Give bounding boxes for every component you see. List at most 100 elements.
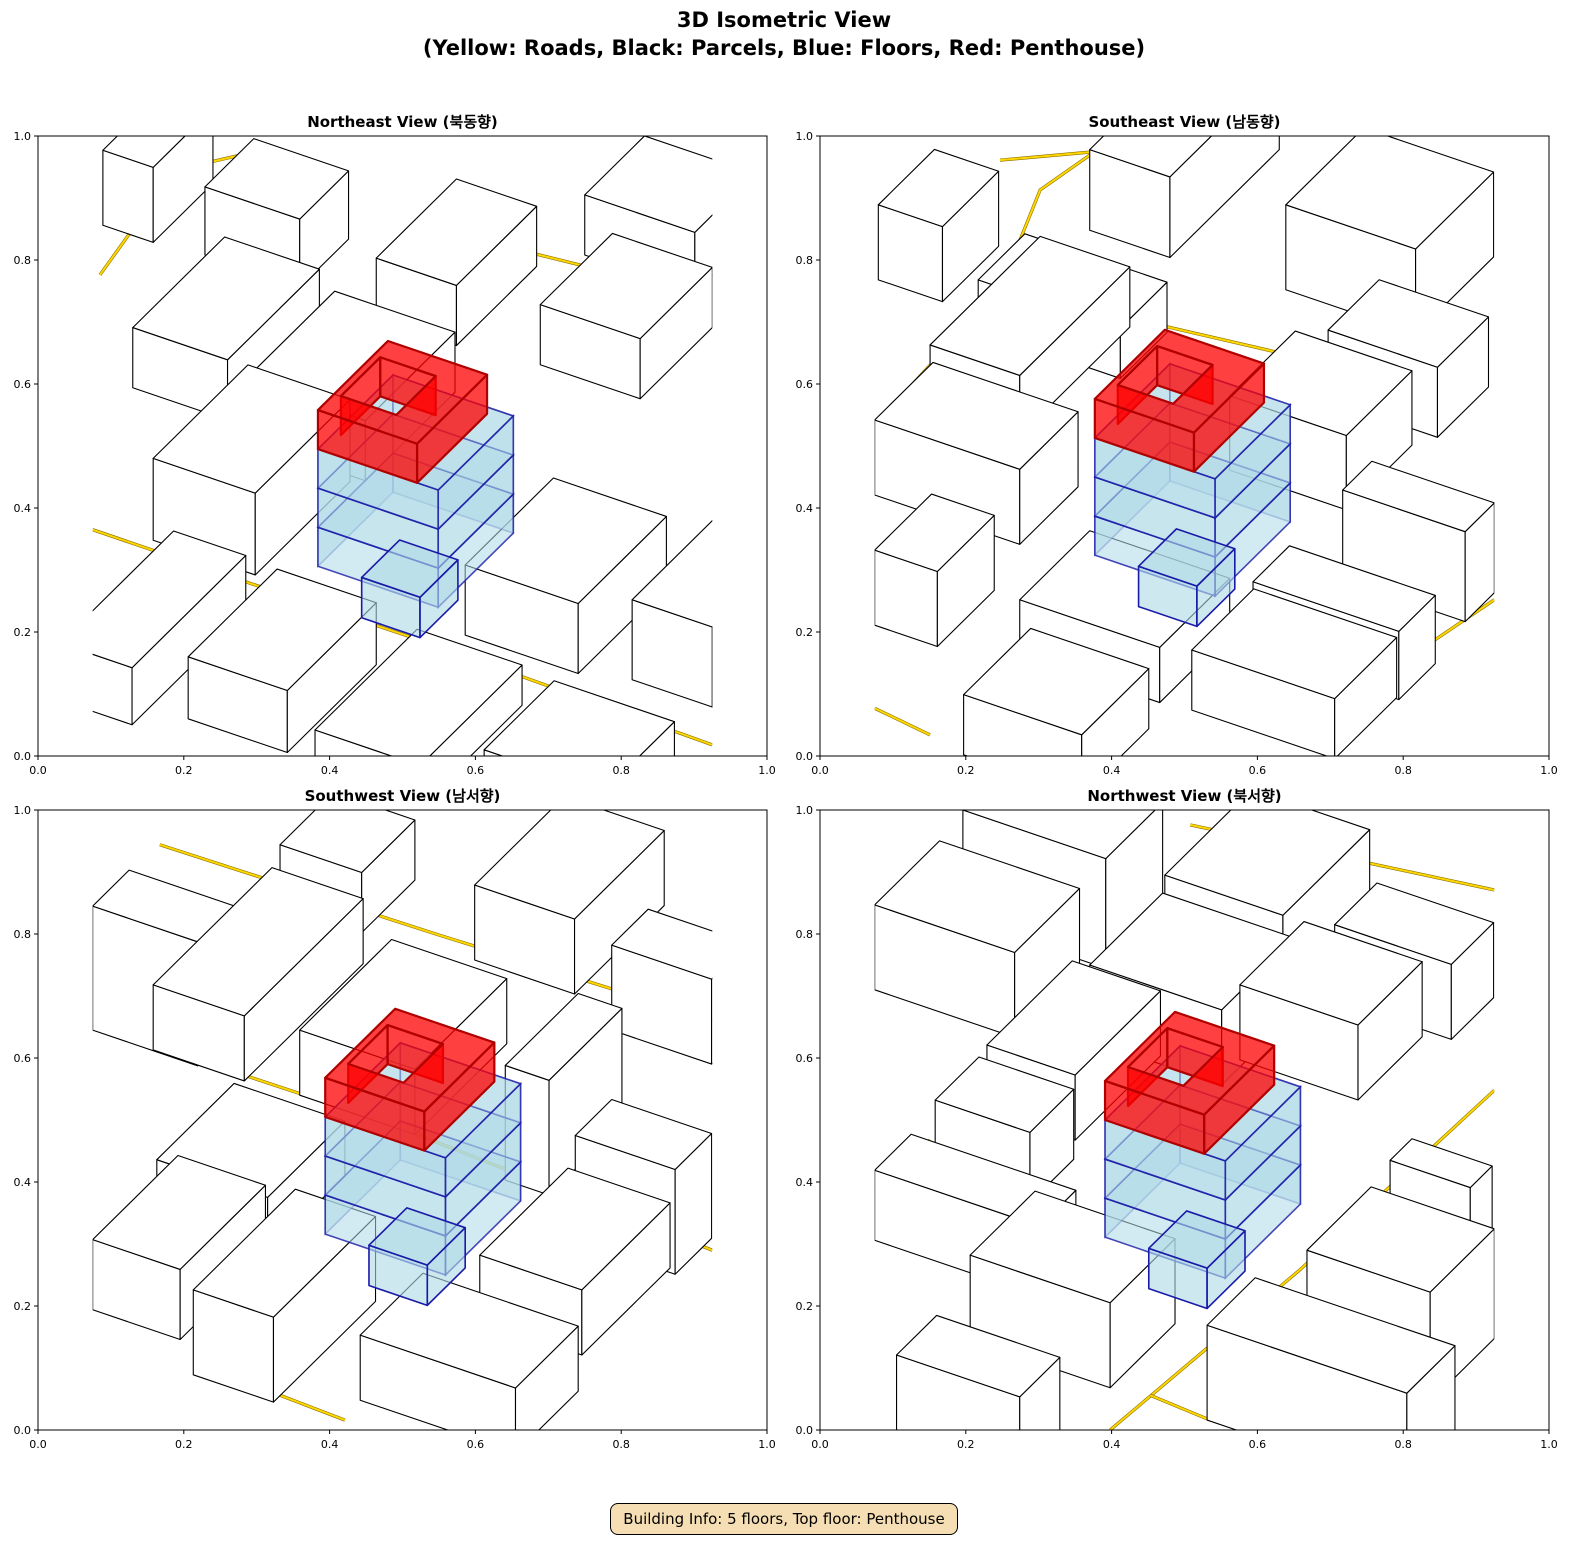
penthouse [316,339,489,484]
x-tick-label: 0.4 [1103,764,1121,777]
box-top-face [368,1207,466,1266]
box-top-face [504,992,623,1081]
y-tick-label: 0.2 [796,626,814,639]
penthouse [1093,328,1266,473]
penthouse-top-ring [1103,1010,1276,1116]
x-tick-label: 0.2 [957,1438,975,1451]
floor-annex [1147,1210,1246,1310]
box-top-face [611,908,713,980]
box-top-face [874,493,995,573]
box-top-face [1334,882,1495,965]
penthouse-top-ring [324,1007,496,1113]
plot-area [92,810,713,1430]
parcel-12 [895,1314,1061,1430]
y-tick-label: 0.8 [796,928,814,941]
parcel-5 [314,628,523,756]
box-top-face [360,539,459,599]
box-top-face [279,810,416,874]
box-top-face [479,1167,671,1291]
y-tick-label: 0.4 [14,1176,32,1189]
x-tick-label: 0.0 [29,764,47,777]
parcel-0 [877,148,1000,303]
parcel-4 [874,493,995,648]
road-2 [279,1394,346,1422]
y-tick-label: 1.0 [796,130,814,143]
y-tick-label: 0.0 [796,750,814,763]
x-tick-label: 0.0 [811,764,829,777]
y-tick-label: 0.2 [14,626,32,639]
parcel-6 [464,477,667,675]
y-tick-label: 0.6 [14,378,32,391]
axes-frame [37,809,768,1431]
x-tick-label: 1.0 [758,1438,776,1451]
x-tick-label: 0.4 [321,1438,339,1451]
y-tick-label: 0.0 [14,750,32,763]
box-top-face [92,1154,266,1270]
box-top-face [1306,1186,1495,1293]
parcel-4 [187,568,377,754]
parcel-9 [631,520,713,708]
box-right-face [152,136,214,243]
floor-annex [1137,528,1236,628]
box-top-face [1342,460,1495,533]
box-top-face [1389,1138,1493,1189]
y-tick-label: 0.0 [796,1424,814,1437]
parcel-0 [874,840,1081,1038]
x-tick-label: 0.6 [1249,1438,1267,1451]
parcel-10 [483,680,675,756]
subplot-title: Southeast View (남동향) [1088,113,1280,131]
y-tick-label: 0.8 [796,254,814,267]
main-building [1093,328,1292,628]
main-building [316,339,515,639]
x-tick-label: 0.0 [29,1438,47,1451]
x-tick-label: 0.2 [175,1438,193,1451]
x-tick-label: 0.2 [175,764,193,777]
box-top-face [929,235,1131,376]
floor-annex [368,1207,466,1307]
x-tick-label: 0.8 [1394,764,1412,777]
x-tick-label: 0.0 [811,1438,829,1451]
box-right-face [1169,136,1280,259]
box-top-face [152,867,364,1017]
axes-frame [37,135,768,757]
y-tick-label: 0.6 [14,1052,32,1065]
y-tick-label: 0.6 [796,1052,814,1065]
parcel-7 [1191,588,1398,756]
y-tick-label: 1.0 [14,130,32,143]
box-top-face [204,138,350,220]
road-2 [1149,1394,1211,1422]
x-tick-label: 1.0 [758,764,776,777]
y-tick-label: 0.8 [14,928,32,941]
parcel-10 [611,908,713,1065]
subplot-title: Northeast View (북동향) [307,113,498,131]
box-top-face [986,960,1161,1076]
box-top-face [1147,1210,1246,1269]
parcel-10 [1342,460,1495,623]
penthouse-top-ring [1093,328,1266,434]
parcel-6 [963,627,1150,756]
parcel-11 [102,136,214,243]
building-info-box: Building Info: 5 floors, Top floor: Pent… [610,1503,958,1535]
box-top-face [874,361,1079,470]
box-top-face [1285,136,1495,250]
parcel-8 [1089,136,1280,259]
box-top-face [934,1056,1075,1133]
penthouse [324,1007,496,1152]
box-top-face [474,810,665,920]
box-top-face [102,136,186,168]
parcel-4 [1239,921,1423,1101]
box-top-face [631,520,713,628]
box-top-face [1252,545,1436,632]
box-top-face [877,148,1000,228]
box-right-face [711,626,713,708]
box-top-face [962,810,1156,860]
floor-annex [360,539,459,639]
box-top-face [1089,136,1213,178]
subplot-title: Northwest View (북서향) [1087,787,1281,805]
penthouse [1103,1010,1276,1155]
y-tick-label: 1.0 [796,804,814,817]
box-top-face [963,627,1150,736]
